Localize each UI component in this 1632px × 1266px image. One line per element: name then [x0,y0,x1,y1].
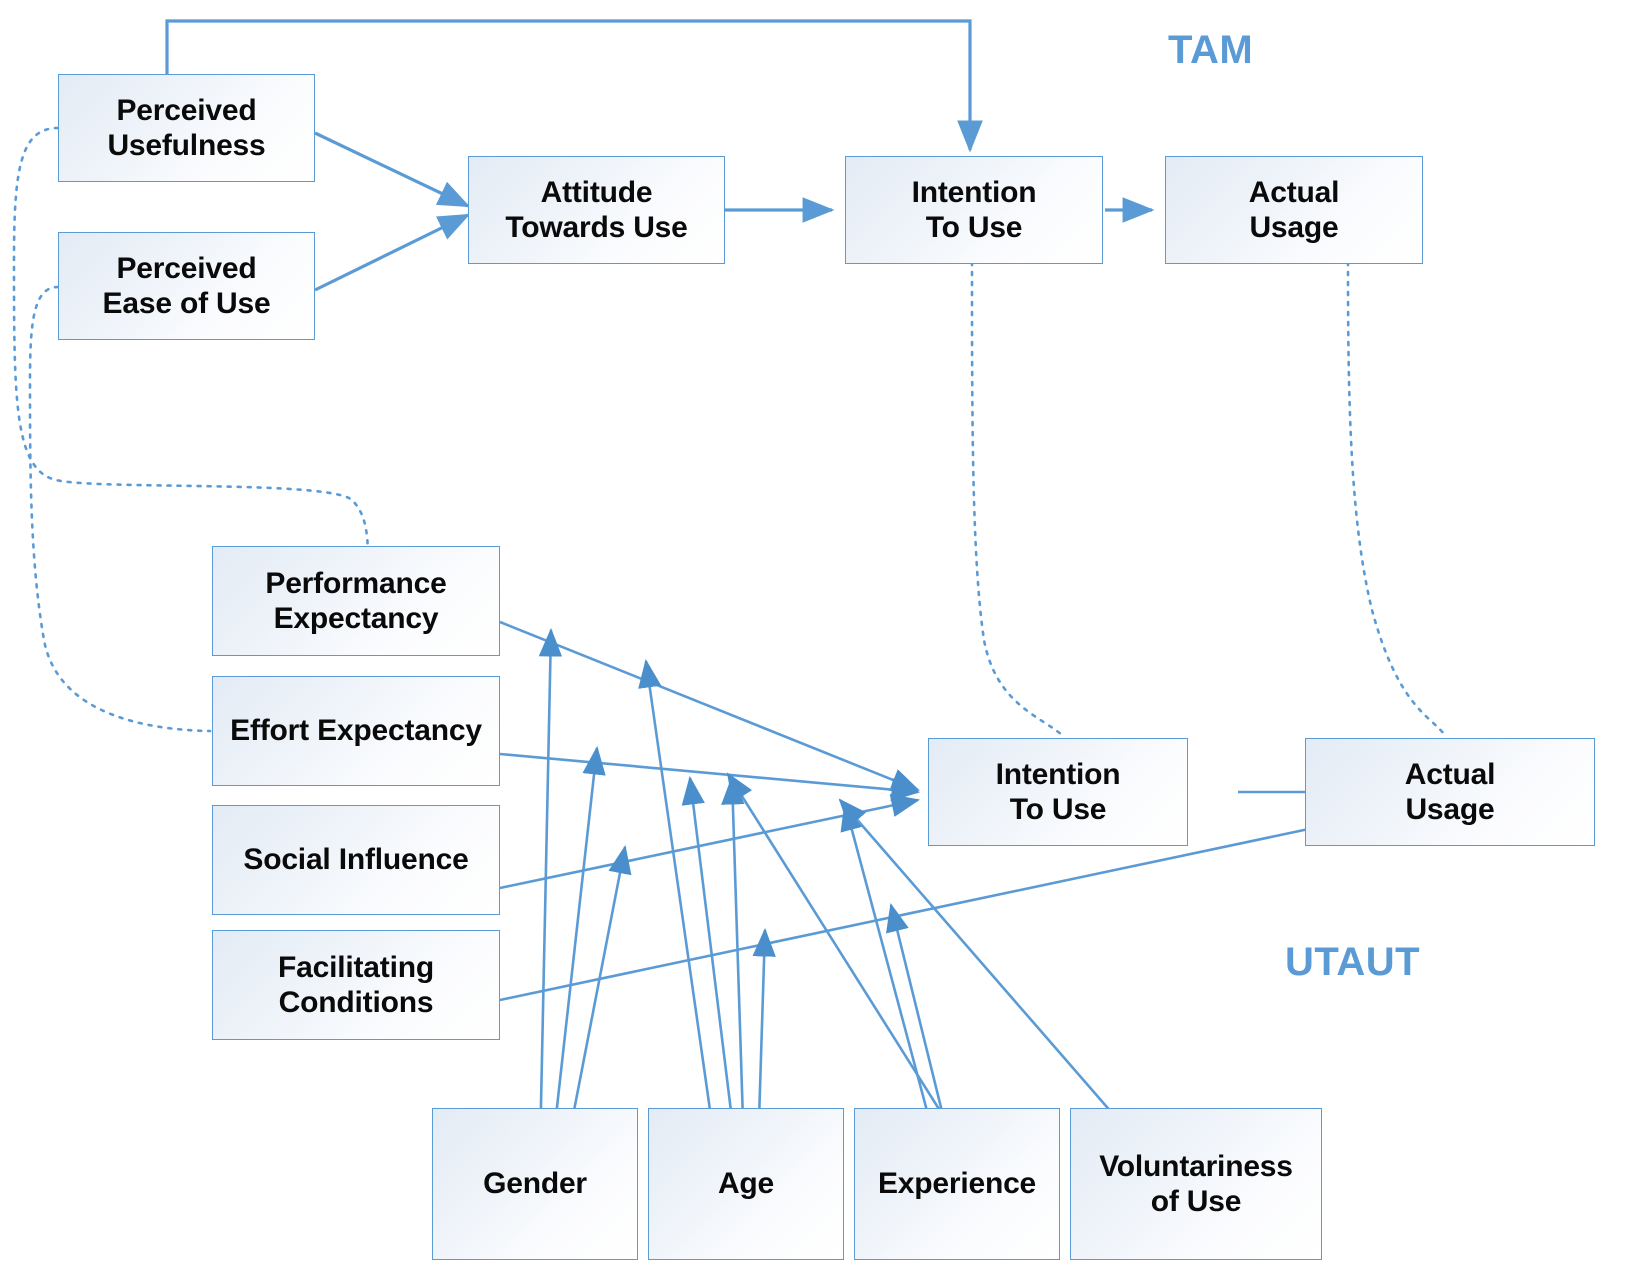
node-moderator-age-label: Age [706,1166,786,1201]
edge-pu-to-intention [165,19,983,153]
edge-gender-to-pe [538,627,563,1153]
label-line-2: Usage [1405,793,1495,826]
label-line-1: Experience [877,1167,1037,1201]
tam-model-label: TAM [1168,28,1254,72]
edge-ee-to-intention [499,752,921,802]
moderator-edges [538,627,1147,1153]
edge-age-to-si [721,775,746,1153]
edge-peou-to-attitude [314,213,471,292]
label-line-1: Gender [483,1167,587,1201]
edge-age-to-ee [681,775,738,1153]
node-effort-expectancy[interactable]: Effort Expectancy [212,676,500,786]
edge-gender-to-si [564,844,632,1153]
label-line-1: Perceived [116,93,257,127]
node-social-influence-label: Social Influence [231,842,480,877]
dotted-tam-usage-to-utaut-usage [1346,260,1446,736]
label-line-1: Facilitating [278,950,434,984]
label-line-2: Expectancy [273,602,439,635]
label-line-2: Conditions [278,986,434,1019]
label-line-1: Actual [1248,175,1340,209]
label-line-2: To Use [1009,793,1107,826]
node-moderator-gender[interactable]: Gender [432,1108,638,1260]
label-line-2: Towards Use [505,211,688,244]
label-line-2: Usefulness [107,129,266,162]
edge-pe-to-intention [499,620,920,792]
tam-edges [165,19,1155,292]
edge-vol-to-si [838,798,1147,1153]
label-line-2: Usage [1249,211,1339,244]
node-effort-expectancy-label: Effort Expectancy [218,713,494,748]
node-moderator-experience-label: Experience [866,1166,1048,1201]
label-line-1: Social Influence [243,843,469,877]
dotted-pu-to-performance-expectancy [12,126,370,568]
label-line-1: Performance [265,566,447,600]
label-line-2: of Use [1150,1185,1242,1218]
label-line-1: Intention [911,175,1037,209]
label-line-1: Age [717,1167,775,1201]
label-line-1: Voluntariness [1099,1149,1293,1183]
label-line-1: Perceived [116,251,257,285]
label-line-1: Attitude [540,175,653,209]
node-social-influence[interactable]: Social Influence [212,805,500,915]
label-line-1: Intention [995,757,1121,791]
node-moderator-experience[interactable]: Experience [854,1108,1060,1260]
edge-gender-to-ee [550,745,606,1153]
dotted-tam-intention-to-utaut-intention [970,260,1064,737]
label-line-1: Actual [1404,757,1496,791]
dotted-peou-to-effort-expectancy [28,285,212,733]
edge-exp-to-fc [726,772,968,1153]
edge-exp-to-ee [840,801,940,1153]
label-line-1: Effort Expectancy [230,714,482,748]
node-moderator-age[interactable]: Age [648,1108,844,1260]
cross-model-dotted-links [12,126,1446,737]
label-line-2: To Use [925,211,1023,244]
edge-pu-to-attitude [314,131,471,208]
utaut-model-label: UTAUT [1285,940,1421,984]
utaut-construct-edges [499,620,1345,1002]
node-moderator-gender-label: Gender [471,1166,599,1201]
edge-fc-to-usage [499,816,1345,1002]
label-line-2: Ease of Use [102,287,271,320]
edge-age-to-pe [638,658,718,1153]
